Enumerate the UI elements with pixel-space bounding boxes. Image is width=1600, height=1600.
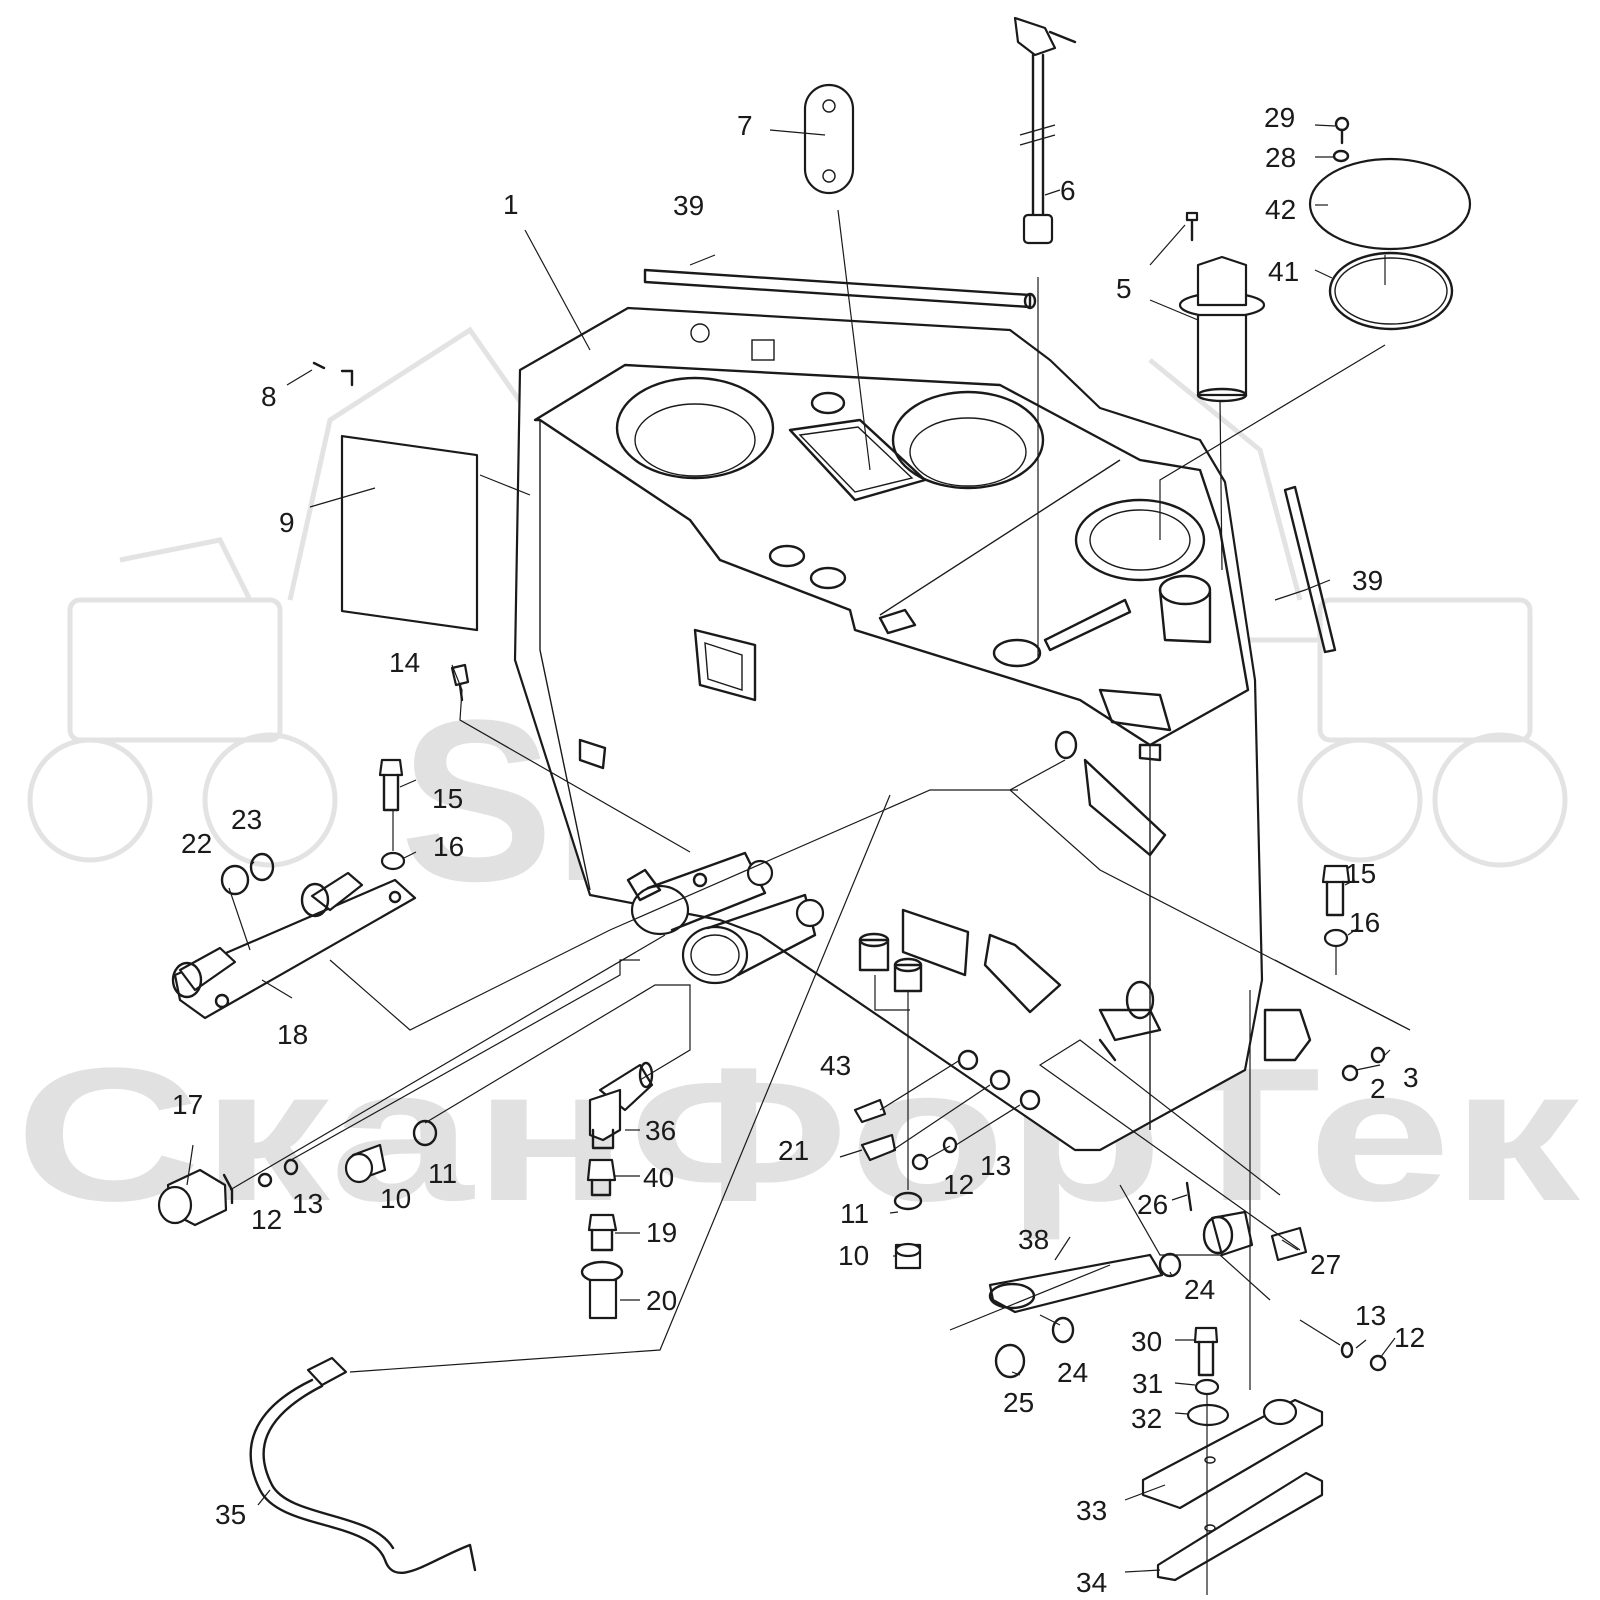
watermark-vehicle-left: [27, 326, 543, 868]
fitting-large: [157, 1168, 234, 1227]
strap-plate: [803, 83, 855, 195]
callout-30: 30: [1131, 1326, 1162, 1357]
callout-42: 42: [1265, 194, 1296, 225]
callout-20: 20: [646, 1285, 677, 1316]
dipstick: [1013, 16, 1077, 245]
bolt-left: [378, 758, 404, 777]
callout-10-left: 10: [380, 1183, 411, 1214]
mount-plate: [1141, 1398, 1324, 1510]
callout-14: 14: [389, 647, 420, 678]
callout-33: 33: [1076, 1495, 1107, 1526]
callout-39-right: 39: [1352, 565, 1383, 596]
callout-21: 21: [778, 1135, 809, 1166]
callout-23: 23: [231, 804, 262, 835]
callout-9: 9: [279, 507, 295, 538]
callout-39-top: 39: [673, 190, 704, 221]
leader-lines: [186, 124, 1411, 1595]
callout-24-lower: 24: [1057, 1357, 1088, 1388]
callout-31: 31: [1132, 1368, 1163, 1399]
callout-labels: 1 2 3 5 6 7 8 9 10 10 11 11 12 12 12 13 …: [172, 102, 1425, 1598]
callout-19: 19: [646, 1217, 677, 1248]
callout-17: 17: [172, 1089, 203, 1120]
callout-32: 32: [1131, 1403, 1162, 1434]
callout-12-right: 12: [1394, 1322, 1425, 1353]
callout-16-left: 16: [433, 831, 464, 862]
rod-top: [643, 268, 1032, 309]
cable-harness: [249, 1356, 477, 1574]
loose-parts: [157, 16, 1472, 1582]
callout-5: 5: [1116, 273, 1132, 304]
callout-11-left: 11: [428, 1158, 457, 1189]
callout-35: 35: [215, 1499, 246, 1530]
screw-small: [312, 361, 326, 370]
callout-24-right: 24: [1184, 1274, 1215, 1305]
callout-26: 26: [1137, 1189, 1168, 1220]
callout-6: 6: [1060, 175, 1076, 206]
callout-28: 28: [1265, 142, 1296, 173]
elbow-lower: [860, 1133, 897, 1162]
cover-panel: [340, 434, 479, 632]
watermark-brand: СканФорТек: [15, 1029, 1581, 1241]
callout-2: 2: [1370, 1073, 1386, 1104]
callout-34: 34: [1076, 1567, 1107, 1598]
callout-38: 38: [1018, 1224, 1049, 1255]
filler-neck: [1178, 211, 1266, 403]
callout-36: 36: [645, 1115, 676, 1146]
callout-1: 1: [503, 189, 519, 220]
callout-29: 29: [1264, 102, 1295, 133]
callout-13-right: 13: [1355, 1300, 1386, 1331]
elbow-upper: [853, 1098, 887, 1124]
callout-10-center: 10: [838, 1240, 869, 1271]
callout-13-left: 13: [292, 1188, 323, 1219]
callout-3: 3: [1403, 1062, 1419, 1093]
callout-40: 40: [643, 1162, 674, 1193]
callout-7: 7: [737, 110, 753, 141]
hydraulic-fittings: [580, 1061, 654, 1320]
callout-13-center: 13: [980, 1150, 1011, 1181]
callout-27: 27: [1310, 1249, 1341, 1280]
callout-11-center: 11: [840, 1198, 869, 1229]
callout-25: 25: [1003, 1387, 1034, 1418]
screw-top: [1334, 116, 1350, 132]
bracket: [171, 871, 417, 1020]
rod-right: [1283, 485, 1337, 654]
main-housing: [513, 306, 1312, 1152]
base-plate: [1156, 1471, 1324, 1582]
callout-8: 8: [261, 381, 277, 412]
o-ring: [1328, 251, 1454, 331]
callout-15-right: 15: [1345, 858, 1376, 889]
sensor: [450, 663, 470, 687]
callout-12-left: 12: [251, 1204, 282, 1235]
callout-16-right: 16: [1349, 907, 1380, 938]
callout-22: 22: [181, 828, 212, 859]
callout-18: 18: [277, 1019, 308, 1050]
callout-43: 43: [820, 1050, 851, 1081]
callout-12-center: 12: [943, 1169, 974, 1200]
cover-plate: [1308, 157, 1472, 251]
callout-41: 41: [1268, 256, 1299, 287]
callout-15-left: 15: [432, 783, 463, 814]
